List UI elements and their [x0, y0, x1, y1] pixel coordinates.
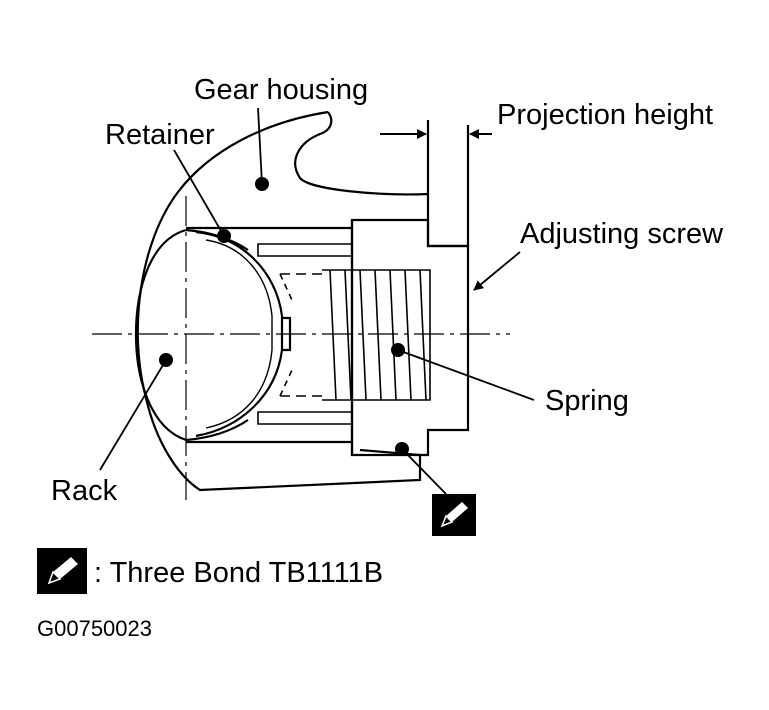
label-retainer: Retainer	[105, 119, 215, 151]
rack	[134, 228, 249, 442]
leader-lines	[99, 107, 535, 495]
label-spring: Spring	[545, 385, 629, 417]
center-lines	[92, 196, 510, 500]
figure-code: G00750023	[37, 616, 152, 641]
leader-dots	[159, 177, 409, 456]
label-gear-housing: Gear housing	[194, 74, 368, 106]
gear-housing	[136, 110, 470, 492]
label-adjusting-screw: Adjusting screw	[520, 218, 724, 250]
label-rack: Rack	[51, 475, 118, 507]
adjusting-screw	[350, 218, 470, 457]
legend-sealant-icon	[37, 548, 87, 594]
retainer	[186, 226, 353, 444]
spring	[279, 269, 431, 401]
legend: : Three Bond TB1111B	[37, 548, 383, 594]
label-projection-height: Projection height	[497, 99, 713, 131]
legend-text: : Three Bond TB1111B	[94, 557, 383, 589]
sealant-icon	[432, 494, 476, 536]
